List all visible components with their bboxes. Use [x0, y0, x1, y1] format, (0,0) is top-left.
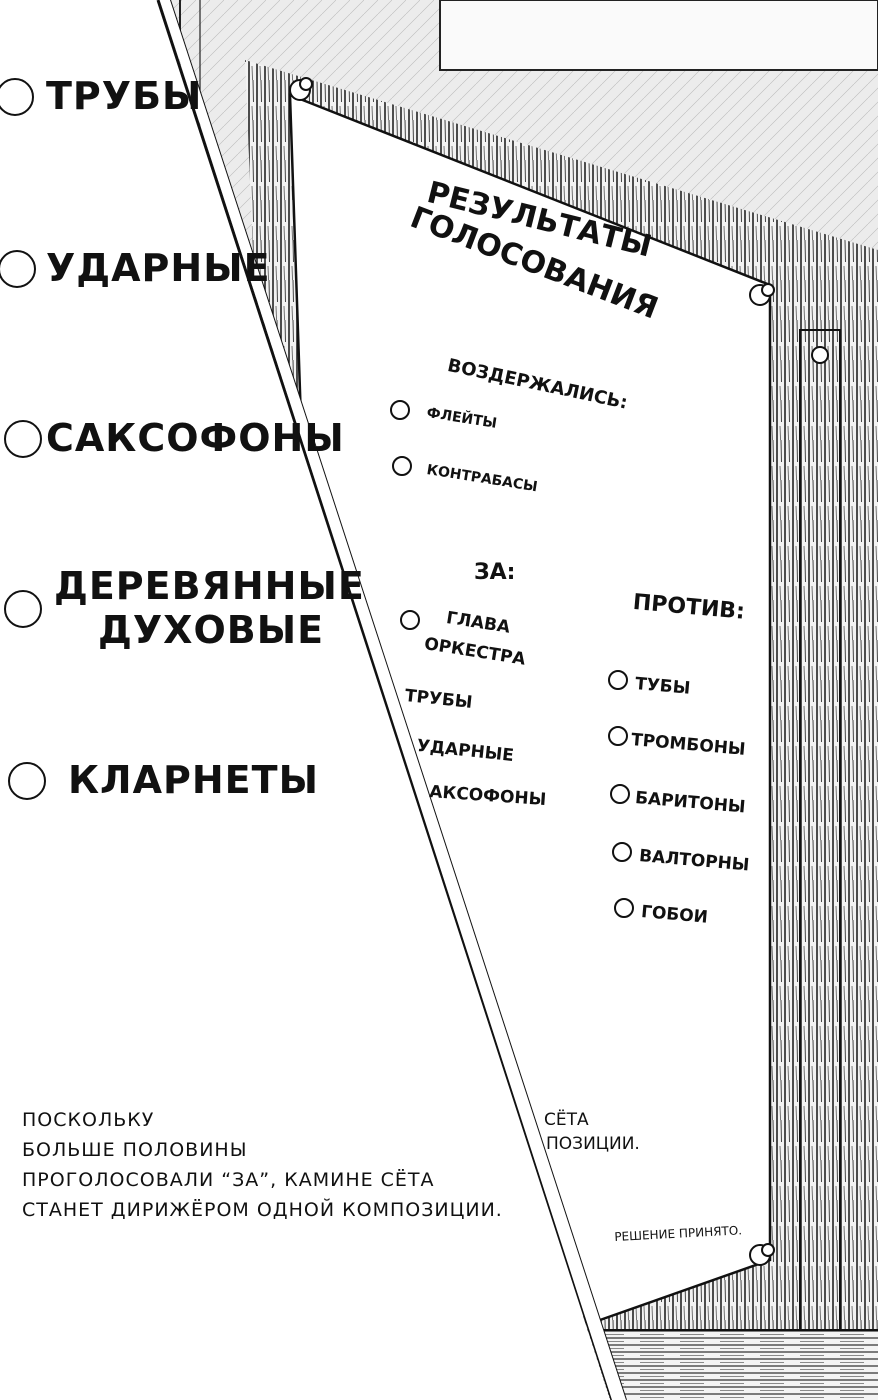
checkbox-circle — [0, 250, 36, 288]
checkbox-circle — [610, 784, 630, 804]
checkbox-circle — [4, 590, 42, 628]
checkbox-circle — [608, 670, 628, 690]
checkbox-circle — [8, 762, 46, 800]
right-post — [799, 329, 841, 1400]
checkbox-circle — [400, 610, 420, 630]
pin-icon — [811, 346, 829, 364]
pin-icon — [749, 283, 775, 306]
checkbox-circle — [612, 842, 632, 862]
checkbox-circle — [0, 78, 34, 116]
checkbox-circle — [392, 456, 412, 476]
pin-icon — [289, 77, 313, 101]
caption-line4: СТАНЕТ ДИРИЖЁРОМ ОДНОЙ КОМПОЗИЦИИ. — [22, 1199, 503, 1221]
checkbox-circle — [4, 420, 42, 458]
left-sheet — [0, 0, 610, 1400]
left-item-trumpets: ТРУБЫ — [46, 74, 203, 118]
board-fragment-1: СЁТА — [544, 1110, 589, 1130]
for-label: ЗА: — [474, 560, 516, 585]
left-item-woodwinds-line1: ДЕРЕВЯННЫЕ — [54, 564, 365, 608]
pin-icon — [749, 1243, 775, 1266]
left-item-percussion: УДАРНЫЕ — [46, 246, 271, 290]
caption-line2: БОЛЬШЕ ПОЛОВИНЫ — [22, 1139, 248, 1161]
left-item-woodwinds-line2: ДУХОВЫЕ — [98, 608, 325, 652]
wall-window — [439, 0, 878, 71]
checkbox-circle — [608, 726, 628, 746]
left-item-clarinets: КЛАРНЕТЫ — [68, 758, 319, 802]
board-fragment-2: ПОЗИЦИИ. — [546, 1134, 640, 1154]
caption-line1: ПОСКОЛЬКУ — [22, 1109, 155, 1131]
checkbox-circle — [614, 898, 634, 918]
left-item-saxophones: САКСОФОНЫ — [46, 416, 345, 460]
caption-line3: ПРОГОЛОСОВАЛИ “ЗА”, КАМИНЕ СЁТА — [22, 1169, 435, 1191]
checkbox-circle — [390, 400, 410, 420]
